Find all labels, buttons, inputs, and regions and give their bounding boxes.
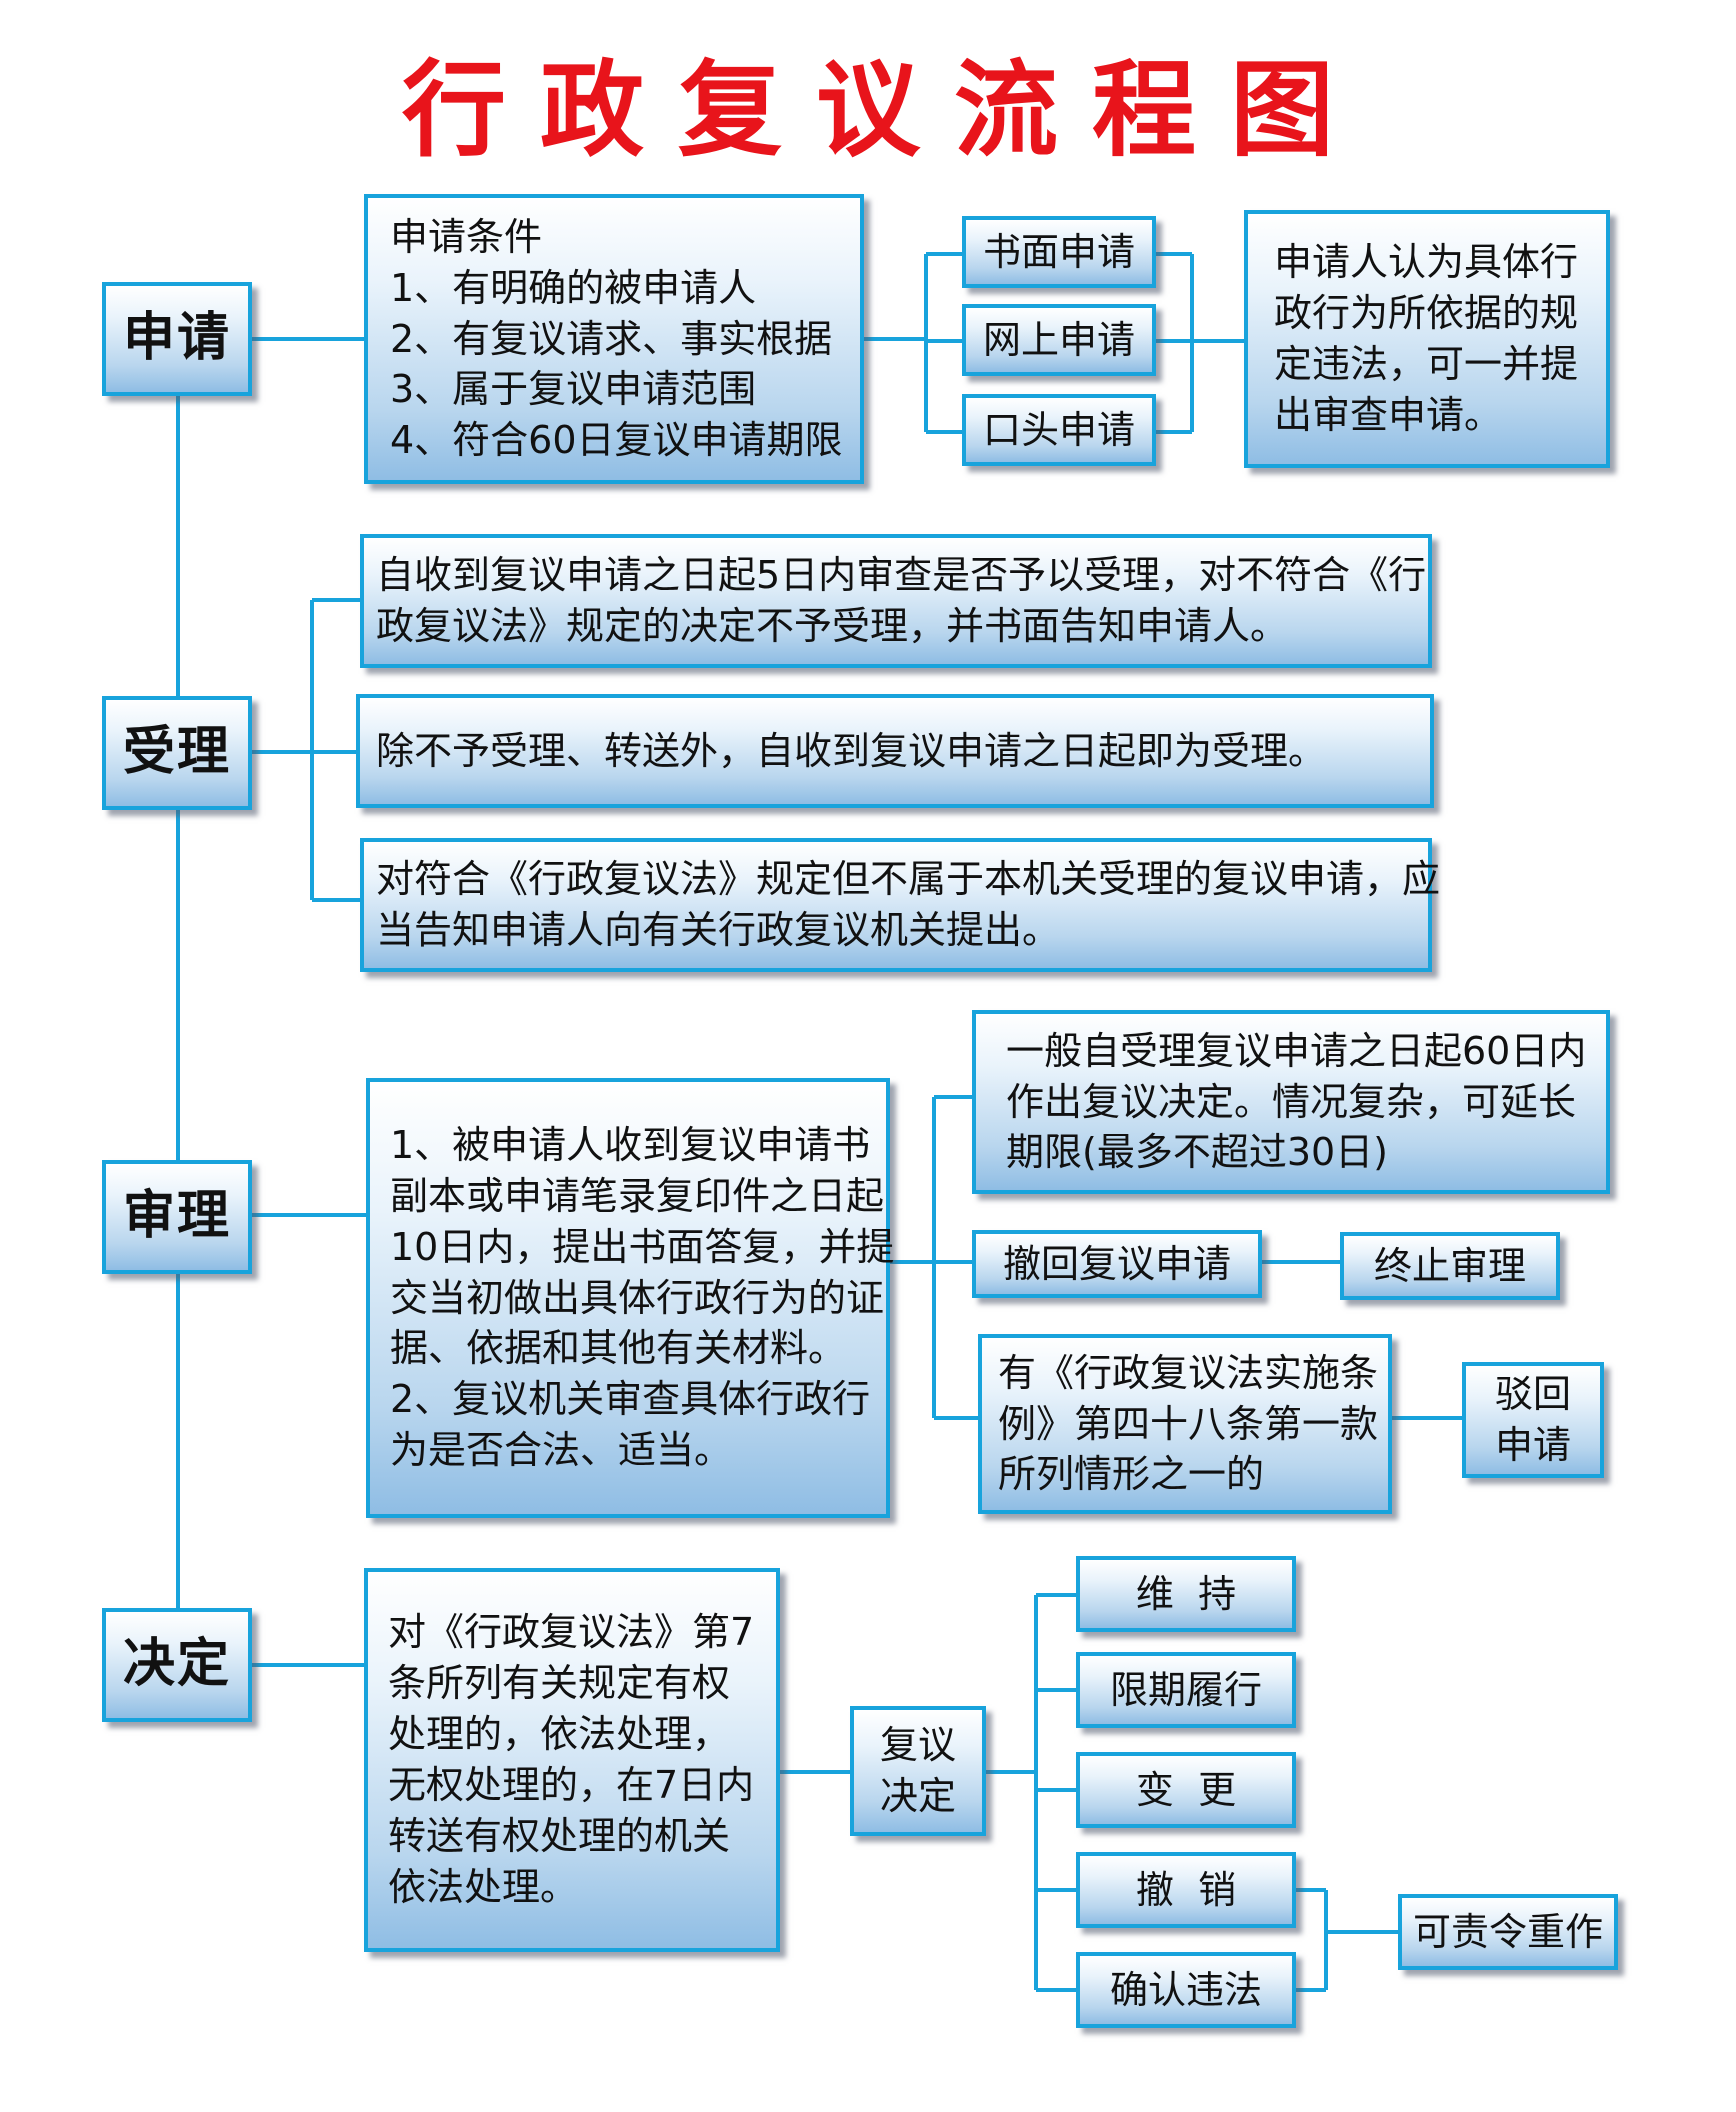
decide-main-line: 处理的，依法处理， <box>388 1712 731 1757</box>
decide-decision-line: 决定 <box>879 1774 956 1818</box>
stage-apply: 申请 <box>102 282 252 396</box>
decide-main-line: 依法处理。 <box>388 1864 579 1909</box>
review-main-line: 为是否合法、适当。 <box>390 1428 733 1473</box>
decide-main-line: 对《行政复议法》第7 <box>388 1610 755 1655</box>
accept-item-1-line: 政复议法》规定的决定不予受理，并书面告知申请人。 <box>376 604 1289 648</box>
review-reject-line: 驳回 <box>1494 1372 1571 1417</box>
outcome-illegal-box: 确认违法 <box>1076 1952 1296 2028</box>
outcome-perform-box: 限期履行 <box>1076 1652 1296 1728</box>
apply-note-box: 申请人认为具体行 政行为所依据的规 定违法，可一并提 出审查申请。 <box>1244 210 1610 468</box>
redo-box: 可责令重作 <box>1398 1894 1618 1970</box>
review-terminate-label: 终止审理 <box>1373 1243 1526 1288</box>
review-period-line: 期限(最多不超过30日) <box>1006 1130 1389 1175</box>
apply-note-line: 定违法，可一并提 <box>1274 342 1579 386</box>
apply-condition-line: 1、有明确的被申请人 <box>390 265 757 310</box>
accept-item-1-line: 自收到复议申请之日起5日内审查是否予以受理，对不符合《行 <box>376 553 1427 598</box>
apply-condition-line: 3、属于复议申请范围 <box>390 367 757 412</box>
accept-item-2-line: 除不予受理、转送外，自收到复议申请之日起即为受理。 <box>376 728 1327 773</box>
review-reject-line: 申请 <box>1494 1423 1571 1467</box>
review-main-line: 10日内，提出书面答复，并提 <box>390 1224 895 1269</box>
review-withdraw-box: 撤回复议申请 <box>972 1230 1262 1298</box>
review-terminate-box: 终止审理 <box>1340 1232 1560 1300</box>
decide-decision-line: 复议 <box>879 1723 956 1768</box>
review-main-line: 据、依据和其他有关材料。 <box>390 1326 847 1371</box>
method-written-box: 书面申请 <box>962 216 1156 288</box>
review-period-line: 作出复议决定。情况复杂，可延长 <box>1006 1079 1577 1124</box>
apply-note-line: 政行为所依据的规 <box>1274 291 1579 336</box>
review-main-box: 1、被申请人收到复议申请书 副本或申请笔录复印件之日起 10日内，提出书面答复，… <box>366 1078 894 1518</box>
apply-condition-line: 2、有复议请求、事实根据 <box>390 316 833 361</box>
apply-conditions-box: 申请条件 1、有明确的被申请人 2、有复议请求、事实根据 3、属于复议申请范围 … <box>364 194 864 484</box>
accept-item-1-box: 自收到复议申请之日起5日内审查是否予以受理，对不符合《行 政复议法》规定的决定不… <box>360 534 1432 668</box>
review-reject-box: 驳回 申请 <box>1462 1362 1604 1478</box>
outcome-modify-box: 变 更 <box>1076 1752 1296 1828</box>
apply-condition-line: 4、符合60日复议申请期限 <box>390 418 843 463</box>
decide-main-line: 转送有权处理的机关 <box>388 1813 731 1858</box>
decide-main-line: 无权处理的，在7日内 <box>388 1763 755 1807</box>
method-online-label: 网上申请 <box>982 317 1135 362</box>
method-online-box: 网上申请 <box>962 304 1156 376</box>
accept-item-3-line: 对符合《行政复议法》规定但不属于本机关受理的复议申请，应 <box>376 857 1441 902</box>
outcome-modify-label: 变 更 <box>1135 1767 1237 1812</box>
review-circumstance-line: 例》第四十八条第一款 <box>998 1401 1379 1446</box>
review-main-line: 副本或申请笔录复印件之日起 <box>390 1173 885 1218</box>
accept-item-3-box: 对符合《行政复议法》规定但不属于本机关受理的复议申请，应 当告知申请人向有关行政… <box>360 838 1440 972</box>
method-written-label: 书面申请 <box>982 229 1135 274</box>
stage-decide-label: 决定 <box>122 1634 231 1695</box>
stage-review: 审理 <box>102 1160 252 1274</box>
review-main-line: 2、复议机关审查具体行政行 <box>390 1377 871 1422</box>
stage-apply-label: 申请 <box>122 308 231 369</box>
apply-note-line: 出审查申请。 <box>1274 392 1503 437</box>
review-circumstance-line: 有《行政复议法实施条 <box>998 1350 1379 1395</box>
diagram-title: 行政复议流程图 <box>401 48 1368 171</box>
apply-condition-line: 申请条件 <box>390 214 543 259</box>
stage-accept-label: 受理 <box>122 722 231 783</box>
review-withdraw-label: 撤回复议申请 <box>1002 1241 1231 1286</box>
apply-note-line: 申请人认为具体行 <box>1274 240 1579 285</box>
outcome-illegal-label: 确认违法 <box>1109 1967 1262 2012</box>
stage-accept: 受理 <box>102 696 252 810</box>
review-circumstance-line: 所列情形之一的 <box>998 1452 1265 1497</box>
stage-review-label: 审理 <box>122 1186 231 1247</box>
decide-main-box: 对《行政复议法》第7 条所列有关规定有权 处理的，依法处理， 无权处理的，在7日… <box>364 1568 780 1952</box>
method-oral-label: 口头申请 <box>982 407 1135 452</box>
outcome-revoke-label: 撤 销 <box>1135 1867 1237 1912</box>
review-period-box: 一般自受理复议申请之日起60日内 作出复议决定。情况复杂，可延长 期限(最多不超… <box>972 1010 1610 1194</box>
review-main-line: 交当初做出具体行政行为的证 <box>390 1275 885 1320</box>
review-main-line: 1、被申请人收到复议申请书 <box>390 1122 871 1167</box>
outcome-maintain-box: 维 持 <box>1076 1556 1296 1632</box>
decide-decision-box: 复议 决定 <box>850 1706 986 1836</box>
accept-item-2-box: 除不予受理、转送外，自收到复议申请之日起即为受理。 <box>356 694 1434 808</box>
stage-decide: 决定 <box>102 1608 252 1722</box>
redo-label: 可责令重作 <box>1412 1909 1603 1954</box>
outcome-perform-label: 限期履行 <box>1109 1667 1262 1712</box>
outcome-maintain-label: 维 持 <box>1135 1571 1237 1616</box>
accept-item-3-line: 当告知申请人向有关行政复议机关提出。 <box>376 908 1061 952</box>
outcome-revoke-box: 撤 销 <box>1076 1852 1296 1928</box>
method-oral-box: 口头申请 <box>962 394 1156 466</box>
decide-main-line: 条所列有关规定有权 <box>388 1661 731 1706</box>
review-period-line: 一般自受理复议申请之日起60日内 <box>1006 1028 1587 1073</box>
review-circumstance-box: 有《行政复议法实施条 例》第四十八条第一款 所列情形之一的 <box>978 1334 1392 1514</box>
